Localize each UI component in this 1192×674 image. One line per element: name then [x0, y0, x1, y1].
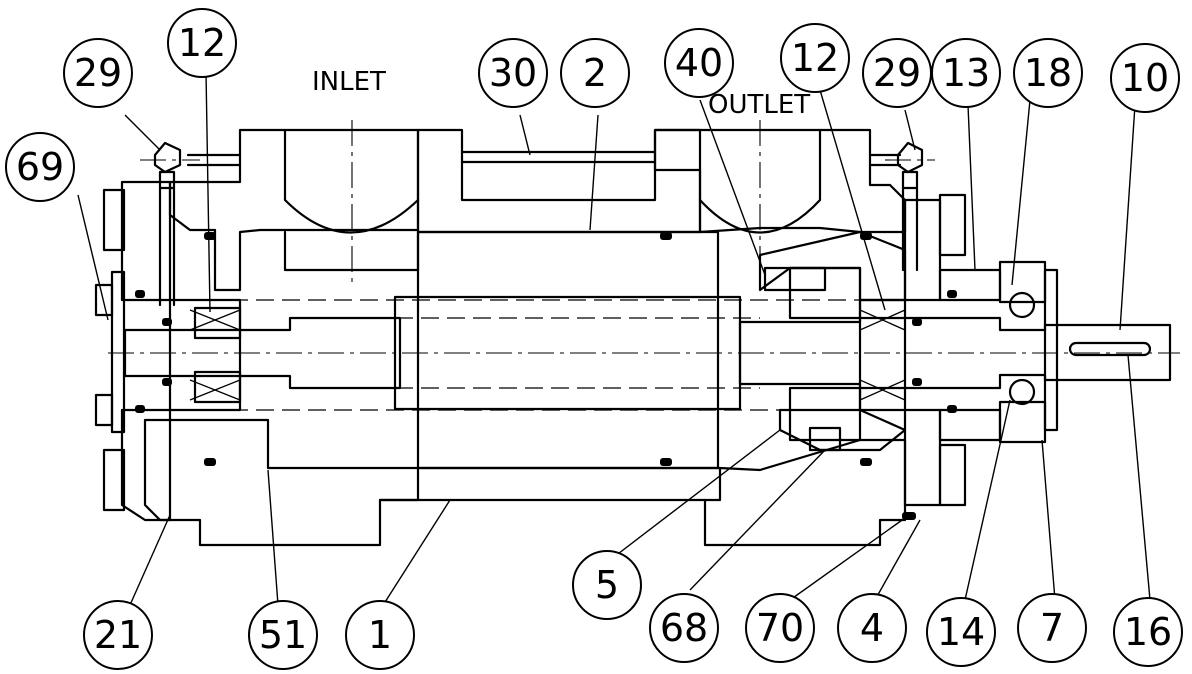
- grease-fitting-right: [896, 141, 924, 272]
- balloon-40: 40: [664, 28, 734, 98]
- left-end-cover: [94, 180, 172, 522]
- center-lines: [108, 120, 1180, 354]
- hidden-lines: [230, 299, 1000, 411]
- balloon-14: 14: [926, 597, 996, 667]
- svg-text:18: 18: [1024, 51, 1072, 95]
- balloon-12-left: 12: [167, 8, 237, 78]
- balloon-68: 68: [649, 593, 719, 663]
- balloon-4: 4: [837, 593, 907, 663]
- balloon-30: 30: [478, 38, 548, 108]
- casing-body: [143, 128, 907, 547]
- svg-text:12: 12: [791, 36, 839, 80]
- right-bearing: [788, 266, 1036, 442]
- balloon-13: 13: [931, 38, 1001, 108]
- svg-text:29: 29: [873, 51, 921, 95]
- svg-text:69: 69: [16, 145, 64, 189]
- balloon-16: 16: [1113, 597, 1183, 667]
- balloon-29-right: 29: [862, 38, 932, 108]
- svg-text:68: 68: [660, 606, 708, 650]
- svg-text:2: 2: [583, 51, 607, 95]
- svg-text:70: 70: [756, 606, 804, 650]
- svg-text:14: 14: [937, 610, 985, 654]
- balloon-21: 21: [83, 600, 153, 670]
- balloon-51: 51: [248, 600, 318, 670]
- balloon-70: 70: [745, 593, 815, 663]
- rotor: [393, 230, 742, 470]
- svg-text:12: 12: [178, 21, 226, 65]
- svg-text:51: 51: [259, 613, 307, 657]
- svg-text:16: 16: [1124, 610, 1172, 654]
- balloon-10: 10: [1110, 43, 1180, 113]
- svg-text:4: 4: [860, 606, 884, 650]
- outlet-port: [698, 128, 822, 234]
- svg-text:21: 21: [94, 613, 142, 657]
- internal-gear: [758, 230, 907, 452]
- balloon-69: 69: [5, 132, 75, 202]
- svg-text:7: 7: [1040, 606, 1064, 650]
- balloon-18: 18: [1013, 38, 1083, 108]
- outlet-label: OUTLET: [708, 90, 810, 120]
- balloon-7: 7: [1017, 593, 1087, 663]
- o-rings: [135, 232, 957, 520]
- svg-text:13: 13: [942, 51, 990, 95]
- inlet-label: INLET: [312, 67, 386, 97]
- balloon-5: 5: [572, 550, 642, 620]
- svg-text:1: 1: [368, 613, 392, 657]
- svg-text:29: 29: [74, 51, 122, 95]
- svg-text:30: 30: [489, 51, 537, 95]
- balloon-1: 1: [345, 600, 415, 670]
- right-end-cover: [903, 193, 1059, 507]
- grease-fitting-left: [153, 141, 182, 307]
- leader-lines: [77, 71, 1151, 611]
- svg-text:5: 5: [595, 563, 619, 607]
- balloon-29-left: 29: [63, 38, 133, 108]
- left-bearing: [168, 298, 242, 412]
- balloon-2: 2: [560, 38, 630, 108]
- balloon-12-right: 12: [780, 23, 850, 93]
- svg-text:10: 10: [1121, 56, 1169, 100]
- svg-text:40: 40: [675, 41, 723, 85]
